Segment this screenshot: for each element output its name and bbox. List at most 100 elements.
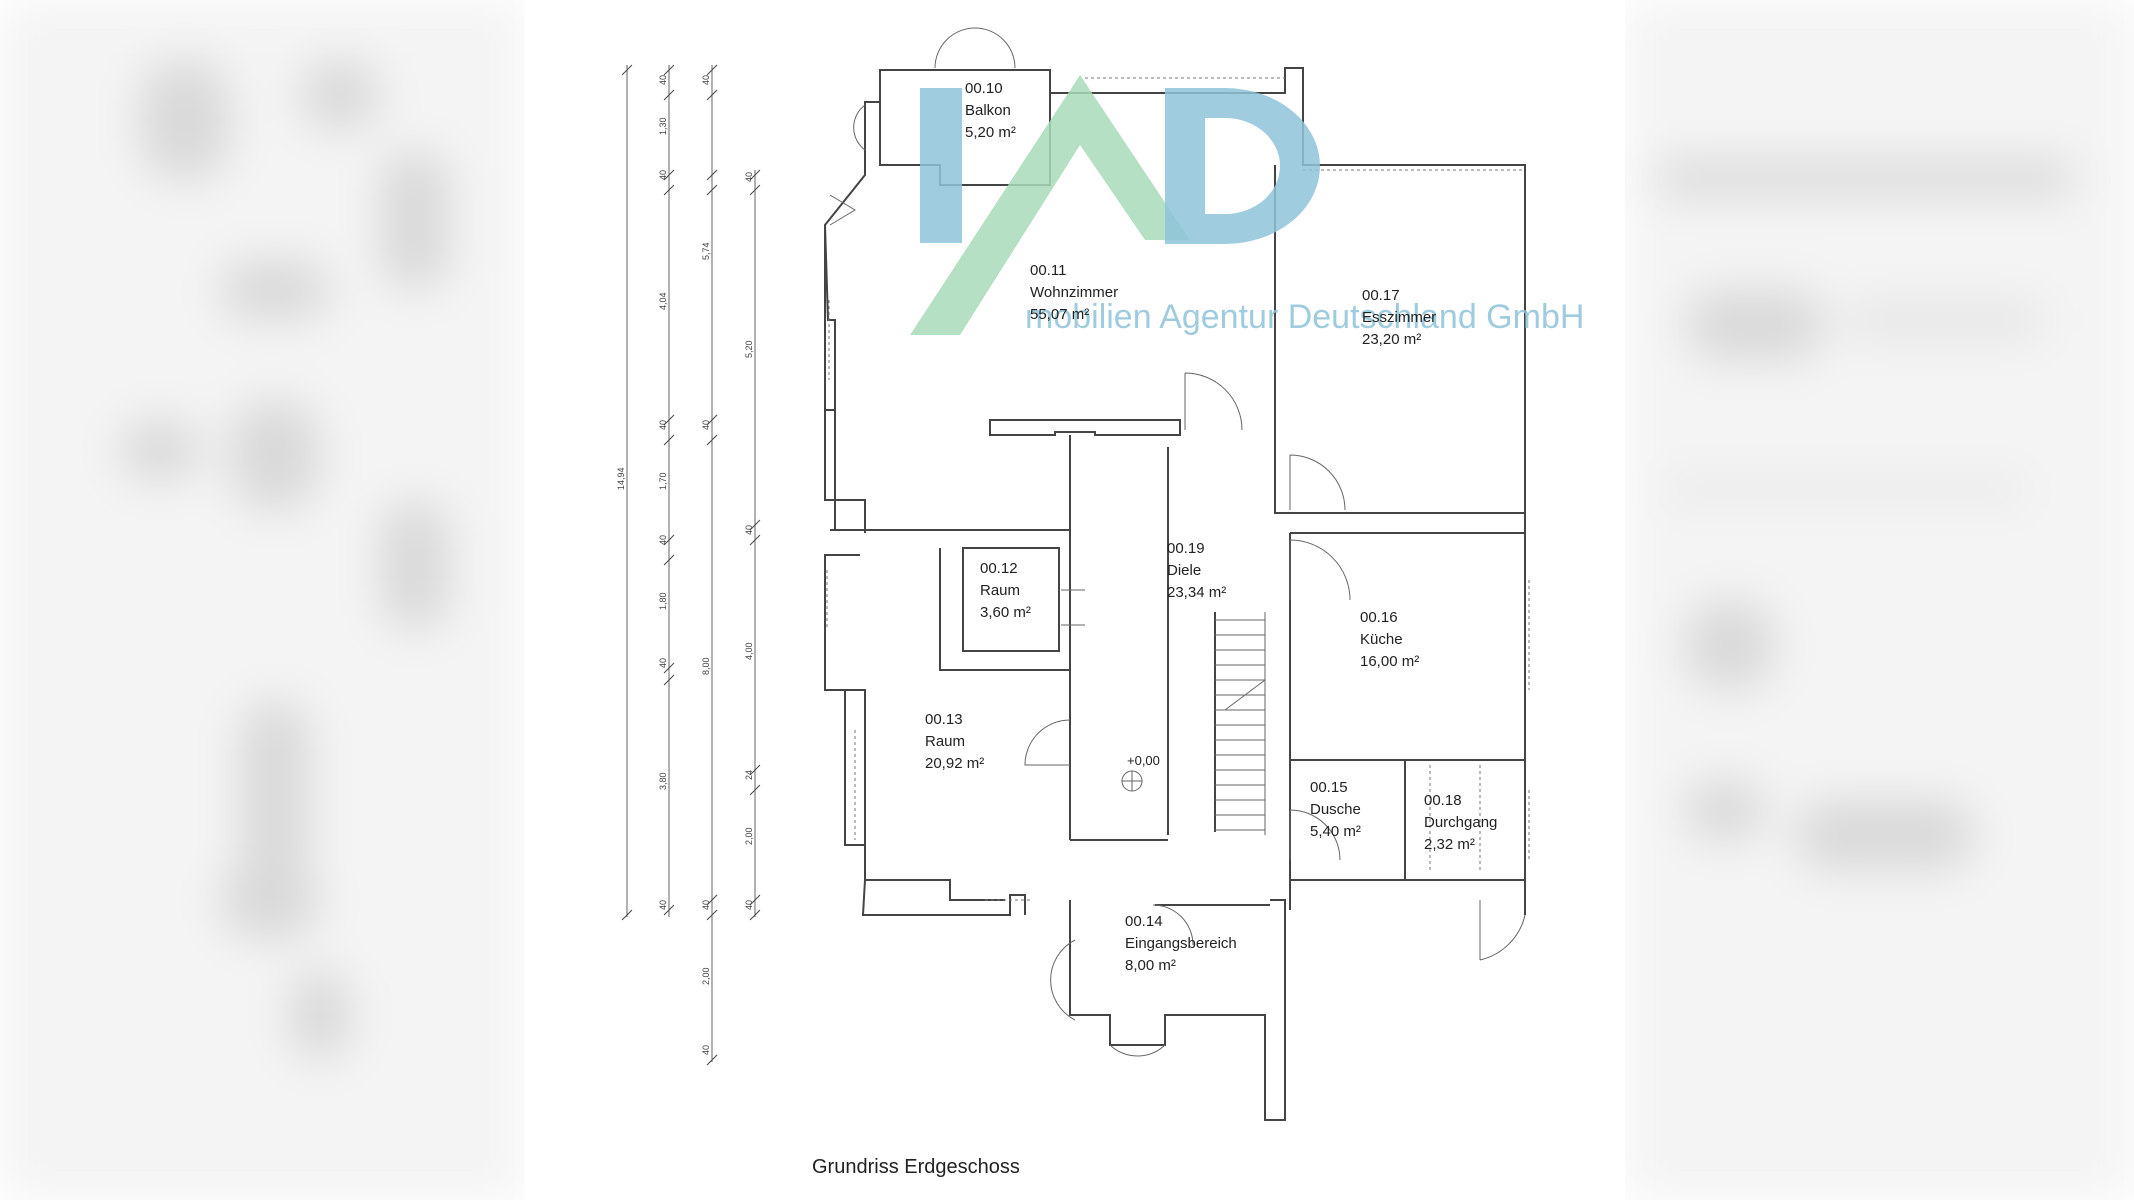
dimension-tick [621, 64, 633, 76]
dimension-tick [663, 554, 675, 566]
dimension-tick [663, 64, 675, 76]
dimension-tick [706, 169, 718, 181]
svg-text:00.18: 00.18 [1424, 792, 1462, 809]
svg-text:23,34 m²: 23,34 m² [1167, 584, 1226, 601]
svg-text:Raum: Raum [925, 733, 965, 750]
dim-chain4-4: 24 [744, 770, 754, 780]
dim-chain3-6: 40 [701, 1045, 711, 1055]
room-label-00-16: 00.16 Küche 16,00 m² [1360, 609, 1419, 670]
dim-chain2-6: 40 [658, 535, 668, 545]
svg-text:2,32 m²: 2,32 m² [1424, 836, 1475, 853]
svg-text:00.17: 00.17 [1362, 287, 1400, 304]
dim-chain2-1: 1,30 [658, 117, 668, 135]
level-mark-label: +0,00 [1127, 753, 1160, 768]
dimension-tick [663, 534, 675, 546]
dimension-chains: 14,94 40 1,30 40 4,04 40 1,70 40 1,80 40… [616, 64, 761, 1066]
dimension-tick [749, 784, 761, 796]
dim-chain1-0: 14,94 [616, 467, 626, 490]
svg-text:Eingangsbereich: Eingangsbereich [1125, 935, 1237, 952]
dimension-tick [749, 764, 761, 776]
dim-chain2-8: 40 [658, 658, 668, 668]
room-label-00-18: 00.18 Durchgang 2,32 m² [1424, 792, 1497, 853]
dim-chain3-3: 8,00 [701, 657, 711, 675]
room-labels: 00.10 Balkon 5,20 m² 00.11 Wohnzimmer 55… [925, 80, 1497, 974]
svg-text:Wohnzimmer: Wohnzimmer [1030, 284, 1118, 301]
dim-chain2-2: 40 [658, 170, 668, 180]
dimension-tick [663, 184, 675, 196]
dimension-tick [706, 1054, 718, 1066]
dimension-tick [749, 519, 761, 531]
walls [823, 27, 1530, 1121]
svg-text:5,40 m²: 5,40 m² [1310, 823, 1361, 840]
dim-chain2-7: 1,80 [658, 592, 668, 610]
svg-text:Dusche: Dusche [1310, 801, 1361, 818]
dimension-tick [706, 894, 718, 906]
room-label-00-17: 00.17 Esszimmer 23,20 m² [1362, 287, 1436, 348]
dim-chain2-10: 40 [658, 900, 668, 910]
dimension-tick [663, 169, 675, 181]
dim-chain3-0: 40 [701, 75, 711, 85]
svg-text:00.11: 00.11 [1030, 262, 1066, 279]
room-label-00-19: 00.19 Diele 23,34 m² [1167, 540, 1226, 601]
room-label-00-15: 00.15 Dusche 5,40 m² [1310, 779, 1361, 840]
svg-text:Diele: Diele [1167, 562, 1201, 579]
blurred-background-right [1625, 0, 2134, 1200]
svg-text:00.16: 00.16 [1360, 609, 1398, 626]
svg-text:00.14: 00.14 [1125, 913, 1163, 930]
dimension-tick [749, 169, 761, 181]
dimension-tick [706, 89, 718, 101]
dim-chain4-1: 5,20 [744, 340, 754, 358]
dim-chain4-0: 40 [744, 172, 754, 182]
dimension-tick [663, 89, 675, 101]
floor-plan-drawing: 14,94 40 1,30 40 4,04 40 1,70 40 1,80 40… [616, 27, 1584, 1178]
dimension-tick [621, 909, 633, 921]
dimension-tick [749, 184, 761, 196]
dimension-tick [706, 434, 718, 446]
dim-chain2-0: 40 [658, 75, 668, 85]
dim-chain3-5: 2,00 [701, 967, 711, 985]
dimension-tick [749, 909, 761, 921]
dimension-tick [749, 534, 761, 546]
svg-text:20,92 m²: 20,92 m² [925, 755, 984, 772]
dim-chain3-2: 40 [701, 420, 711, 430]
dim-chain3-1: 5,74 [701, 242, 711, 260]
dim-chain3-4: 40 [701, 900, 711, 910]
room-label-00-11: 00.11 Wohnzimmer 55,07 m² [1030, 262, 1118, 323]
room-label-00-14: 00.14 Eingangsbereich 8,00 m² [1125, 913, 1237, 974]
dimension-tick [706, 184, 718, 196]
watermark-i-shape [920, 88, 962, 243]
svg-text:Raum: Raum [980, 582, 1020, 599]
staircase [1214, 612, 1266, 835]
dim-chain2-9: 3,80 [658, 772, 668, 790]
dim-chain4-5: 2,00 [744, 827, 754, 845]
dim-chain4-6: 40 [744, 900, 754, 910]
blurred-background-left [0, 0, 525, 1200]
dimension-tick [749, 894, 761, 906]
dimension-tick [706, 414, 718, 426]
dimension-tick [663, 904, 675, 916]
svg-text:Balkon: Balkon [965, 102, 1011, 119]
svg-text:8,00 m²: 8,00 m² [1125, 957, 1176, 974]
svg-text:Esszimmer: Esszimmer [1362, 309, 1436, 326]
room-label-00-10: 00.10 Balkon 5,20 m² [965, 80, 1016, 141]
dim-chain4-3: 4,00 [744, 642, 754, 660]
dim-chain2-5: 1,70 [658, 472, 668, 490]
dimension-tick [706, 64, 718, 76]
dimension-tick [663, 434, 675, 446]
room-label-00-12: 00.12 Raum 3,60 m² [980, 560, 1031, 621]
svg-text:00.12: 00.12 [980, 560, 1018, 577]
svg-text:16,00 m²: 16,00 m² [1360, 653, 1419, 670]
svg-text:55,07 m²: 55,07 m² [1030, 306, 1089, 323]
svg-text:3,60 m²: 3,60 m² [980, 604, 1031, 621]
svg-text:00.19: 00.19 [1167, 540, 1205, 557]
svg-text:5,20 m²: 5,20 m² [965, 124, 1016, 141]
dim-chain2-3: 4,04 [658, 292, 668, 310]
svg-text:Küche: Küche [1360, 631, 1403, 648]
dimension-tick [663, 414, 675, 426]
floor-plan-sheet: 14,94 40 1,30 40 4,04 40 1,70 40 1,80 40… [525, 0, 1625, 1200]
plan-caption: Grundriss Erdgeschoss [812, 1156, 1020, 1178]
dimension-tick [663, 662, 675, 674]
svg-text:00.15: 00.15 [1310, 779, 1348, 796]
svg-text:00.10: 00.10 [965, 80, 1003, 97]
svg-text:23,20 m²: 23,20 m² [1362, 331, 1421, 348]
